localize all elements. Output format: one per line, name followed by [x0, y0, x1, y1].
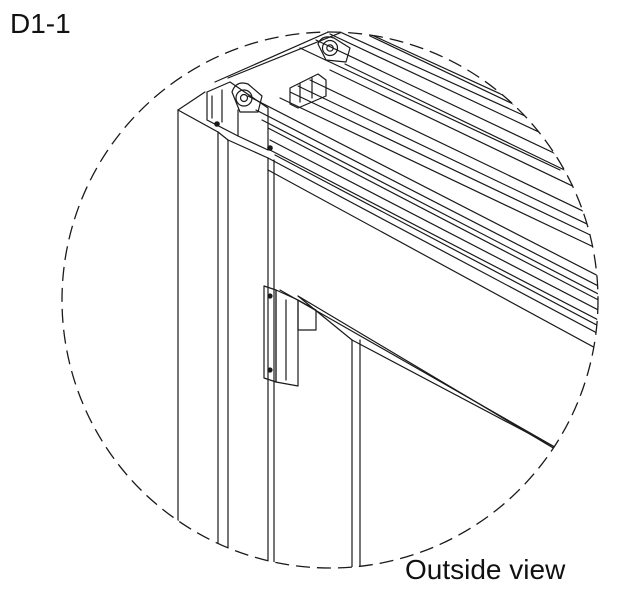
mounting-bracket: [263, 285, 317, 387]
corner-end-cap: [206, 81, 269, 151]
detail-reference-label: D1-1: [10, 8, 71, 39]
middle-bracket: [289, 73, 327, 109]
hinge-joint-left: [231, 82, 263, 113]
vertical-post: [177, 91, 269, 568]
view-caption: Outside view: [405, 554, 566, 585]
inner-vertical-frame: [273, 159, 561, 568]
hinge-joint-right: [317, 36, 351, 63]
secondary-beams: [279, 63, 598, 251]
frame-header: [267, 169, 598, 453]
screw-markers: [214, 121, 273, 151]
main-roof-beam: [247, 95, 598, 341]
